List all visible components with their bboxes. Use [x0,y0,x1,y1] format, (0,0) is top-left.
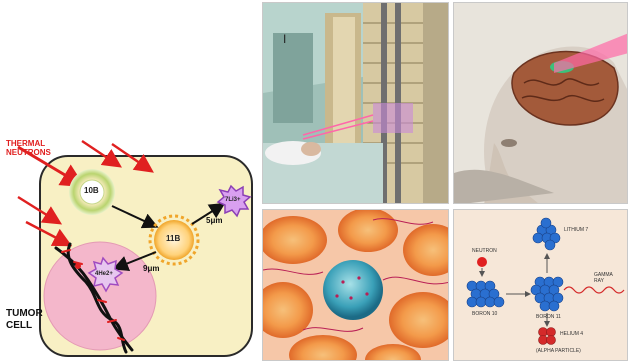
svg-text:I: I [283,32,286,46]
gamma-ray-wave [564,287,624,293]
helium-4-nucleus [539,328,556,345]
neutron-particle [477,257,487,267]
reaction-diagram [454,210,628,361]
tumor-cell-label: TUMOR CELL [6,308,43,332]
alpha-particle-text: (ALPHA PARTICLE) [536,348,581,354]
lithium-7-nucleus [533,218,560,250]
helium-4-text: HELIUM 4 [560,331,583,337]
head-panel [453,2,628,204]
boron-10-label: 10B [84,186,99,195]
lithium-7-text: LITHIUM 7 [564,227,588,233]
boron-11-text: BORON 11 [536,314,561,320]
gamma-ray-text: GAMMA RAY [594,272,613,284]
reactor-illustration: I [263,3,449,204]
boron-11-label: 11B [166,234,180,243]
boron-10-nucleus [467,281,504,307]
cell-panel [262,209,449,361]
cell-illustration [263,210,449,361]
lithium-path-length: 5μm [206,216,222,225]
neutron-text: NEUTRON [472,248,497,254]
helium-4-label: 4He2+ [95,271,113,277]
boron-11-nucleus [531,277,563,311]
reactor-panel: I [262,2,449,204]
lithium-7-label: 7Li3+ [225,197,241,203]
nuclear-reaction-panel: LITHIUM 7 NEUTRON BORON 10 BORON 11 GAMM… [453,209,628,361]
bnct-cell-diagram: THERMAL NEUTRONS TUMOR CELL 10B 11B 7Li3… [0,0,262,363]
head-illustration [454,3,628,204]
thermal-neutrons-label: THERMAL NEUTRONS [6,139,51,157]
boron-10-text: BORON 10 [472,311,497,317]
helium-path-length: 9μm [143,264,159,273]
